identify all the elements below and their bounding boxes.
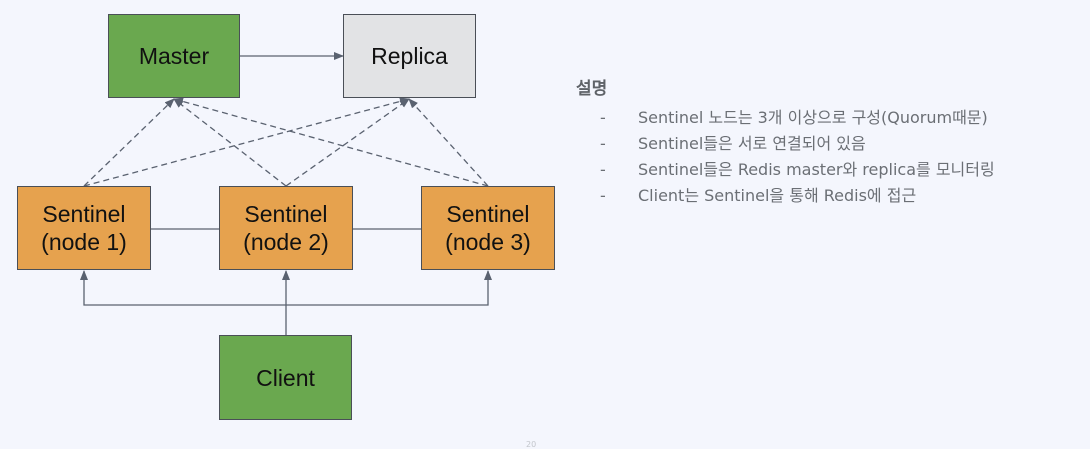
notes-item-text: Sentinel들은 서로 연결되어 있음	[638, 134, 866, 153]
page-number: 20	[526, 440, 537, 449]
notes-item-text: Sentinel 노드는 3개 이상으로 구성(Quorum때문)	[638, 108, 988, 127]
edge-sentinel2-to-master	[173, 98, 287, 187]
sentinel-node-3-label: Sentinel (node 3)	[445, 201, 531, 255]
notes-panel: 설명 - Sentinel 노드는 3개 이상으로 구성(Quorum때문) -…	[576, 74, 1081, 209]
notes-item: - Client는 Sentinel을 통해 Redis에 접근	[576, 183, 1081, 209]
replica-node: Replica	[343, 14, 476, 98]
master-node-label: Master	[138, 43, 210, 69]
bullet-dash: -	[600, 186, 606, 205]
master-node: Master	[108, 14, 240, 98]
bullet-dash: -	[600, 134, 606, 153]
sentinel-node-2: Sentinel (node 2)	[219, 186, 353, 270]
client-node-label: Client	[256, 364, 315, 391]
edge-sentinel1-to-replica	[83, 97, 410, 187]
edge-sentinel3-to-replica	[408, 98, 489, 187]
notes-title: 설명	[576, 79, 608, 99]
replica-node-label: Replica	[371, 43, 448, 69]
notes-item-text: Client는 Sentinel을 통해 Redis에 접근	[638, 186, 917, 205]
notes-item: - Sentinel들은 서로 연결되어 있음	[576, 131, 1081, 157]
sentinel-node-1: Sentinel (node 1)	[17, 186, 151, 270]
notes-item: - Sentinel들은 Redis master와 replica를 모니터링	[576, 157, 1081, 183]
notes-list: - Sentinel 노드는 3개 이상으로 구성(Quorum때문) - Se…	[576, 105, 1081, 209]
bullet-dash: -	[600, 108, 606, 127]
sentinel-node-1-label: Sentinel (node 1)	[41, 201, 127, 255]
edge-sentinel1-to-master	[83, 98, 175, 187]
bullet-dash: -	[600, 160, 606, 179]
sentinel-node-3: Sentinel (node 3)	[421, 186, 555, 270]
notes-item-text: Sentinel들은 Redis master와 replica를 모니터링	[638, 160, 995, 179]
edge-client-to-sentinel1	[80, 270, 286, 306]
edge-sentinel2-to-replica	[285, 98, 410, 187]
edge-client-to-sentinel3	[286, 270, 492, 306]
sentinel-node-2-label: Sentinel (node 2)	[243, 201, 329, 255]
client-node: Client	[219, 335, 352, 420]
notes-item: - Sentinel 노드는 3개 이상으로 구성(Quorum때문)	[576, 105, 1081, 131]
edge-sentinel3-to-master	[173, 97, 489, 187]
